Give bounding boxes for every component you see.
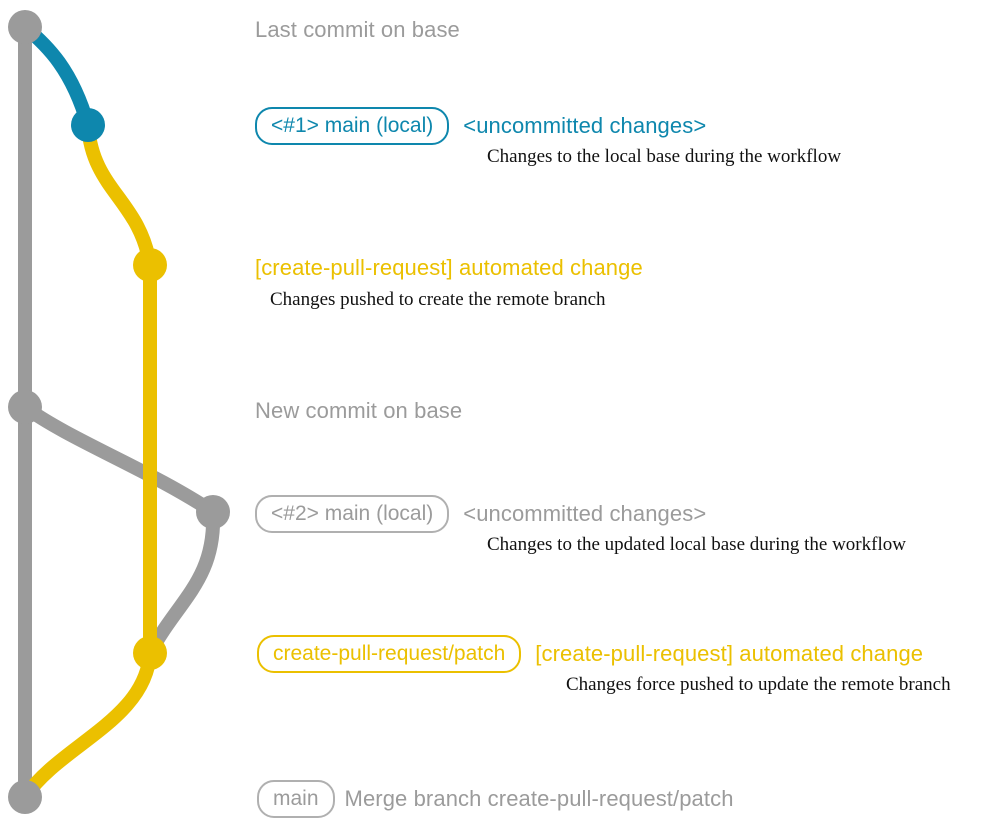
base-to-local1-line (18, 20, 95, 132)
node-patch-commit-1[interactable] (133, 248, 167, 282)
commit-row-merge: main Merge branch create-pull-request/pa… (257, 780, 734, 818)
patch2-to-merge-line (18, 646, 157, 804)
node-base-new[interactable] (8, 390, 42, 424)
commit-note-automated-change-1: Changes pushed to create the remote bran… (270, 289, 606, 310)
commit-row-local-1: <#1> main (local) <uncommitted changes> (255, 107, 706, 145)
branch-badge-local-2[interactable]: <#2> main (local) (255, 495, 450, 533)
commit-subject: Last commit on base (255, 17, 460, 42)
commit-subject: Merge branch create-pull-request/patch (344, 786, 734, 811)
commit-subject: New commit on base (255, 398, 463, 423)
commit-row-automated-change-2: create-pull-request/patch [create-pull-r… (257, 635, 923, 673)
commit-row-local-2: <#2> main (local) <uncommitted changes> (255, 495, 706, 533)
commit-note-automated-change-2: Changes force pushed to update the remot… (566, 674, 951, 695)
node-patch-commit-2[interactable] (133, 636, 167, 670)
commit-subject: <uncommitted changes> (463, 113, 707, 138)
local1-to-patch1-line (81, 118, 157, 272)
branch-badge-local-1[interactable]: <#1> main (local) (255, 107, 450, 145)
commit-note-local-1: Changes to the local base during the wor… (487, 146, 842, 167)
commit-subject: <uncommitted changes> (463, 501, 707, 526)
node-merge[interactable] (8, 780, 42, 814)
commit-subject: [create-pull-request] automated change (535, 641, 924, 666)
branch-badge-patch[interactable]: create-pull-request/patch (257, 635, 522, 673)
node-base-head[interactable] (8, 10, 42, 44)
commit-note-local-2: Changes to the updated local base during… (487, 534, 906, 555)
node-local-commit-2[interactable] (196, 495, 230, 529)
commit-row-last-commit-on-base: Last commit on base (255, 12, 460, 48)
commit-subject: [create-pull-request] automated change (255, 255, 643, 280)
commit-row-automated-change-1: [create-pull-request] automated change (255, 250, 643, 286)
branch-badge-main[interactable]: main (257, 780, 335, 818)
commit-row-new-commit-on-base: New commit on base (255, 393, 462, 429)
base-to-local2-line (18, 400, 220, 519)
node-local-commit-1[interactable] (71, 108, 105, 142)
local2-to-patch2-line (143, 505, 221, 660)
